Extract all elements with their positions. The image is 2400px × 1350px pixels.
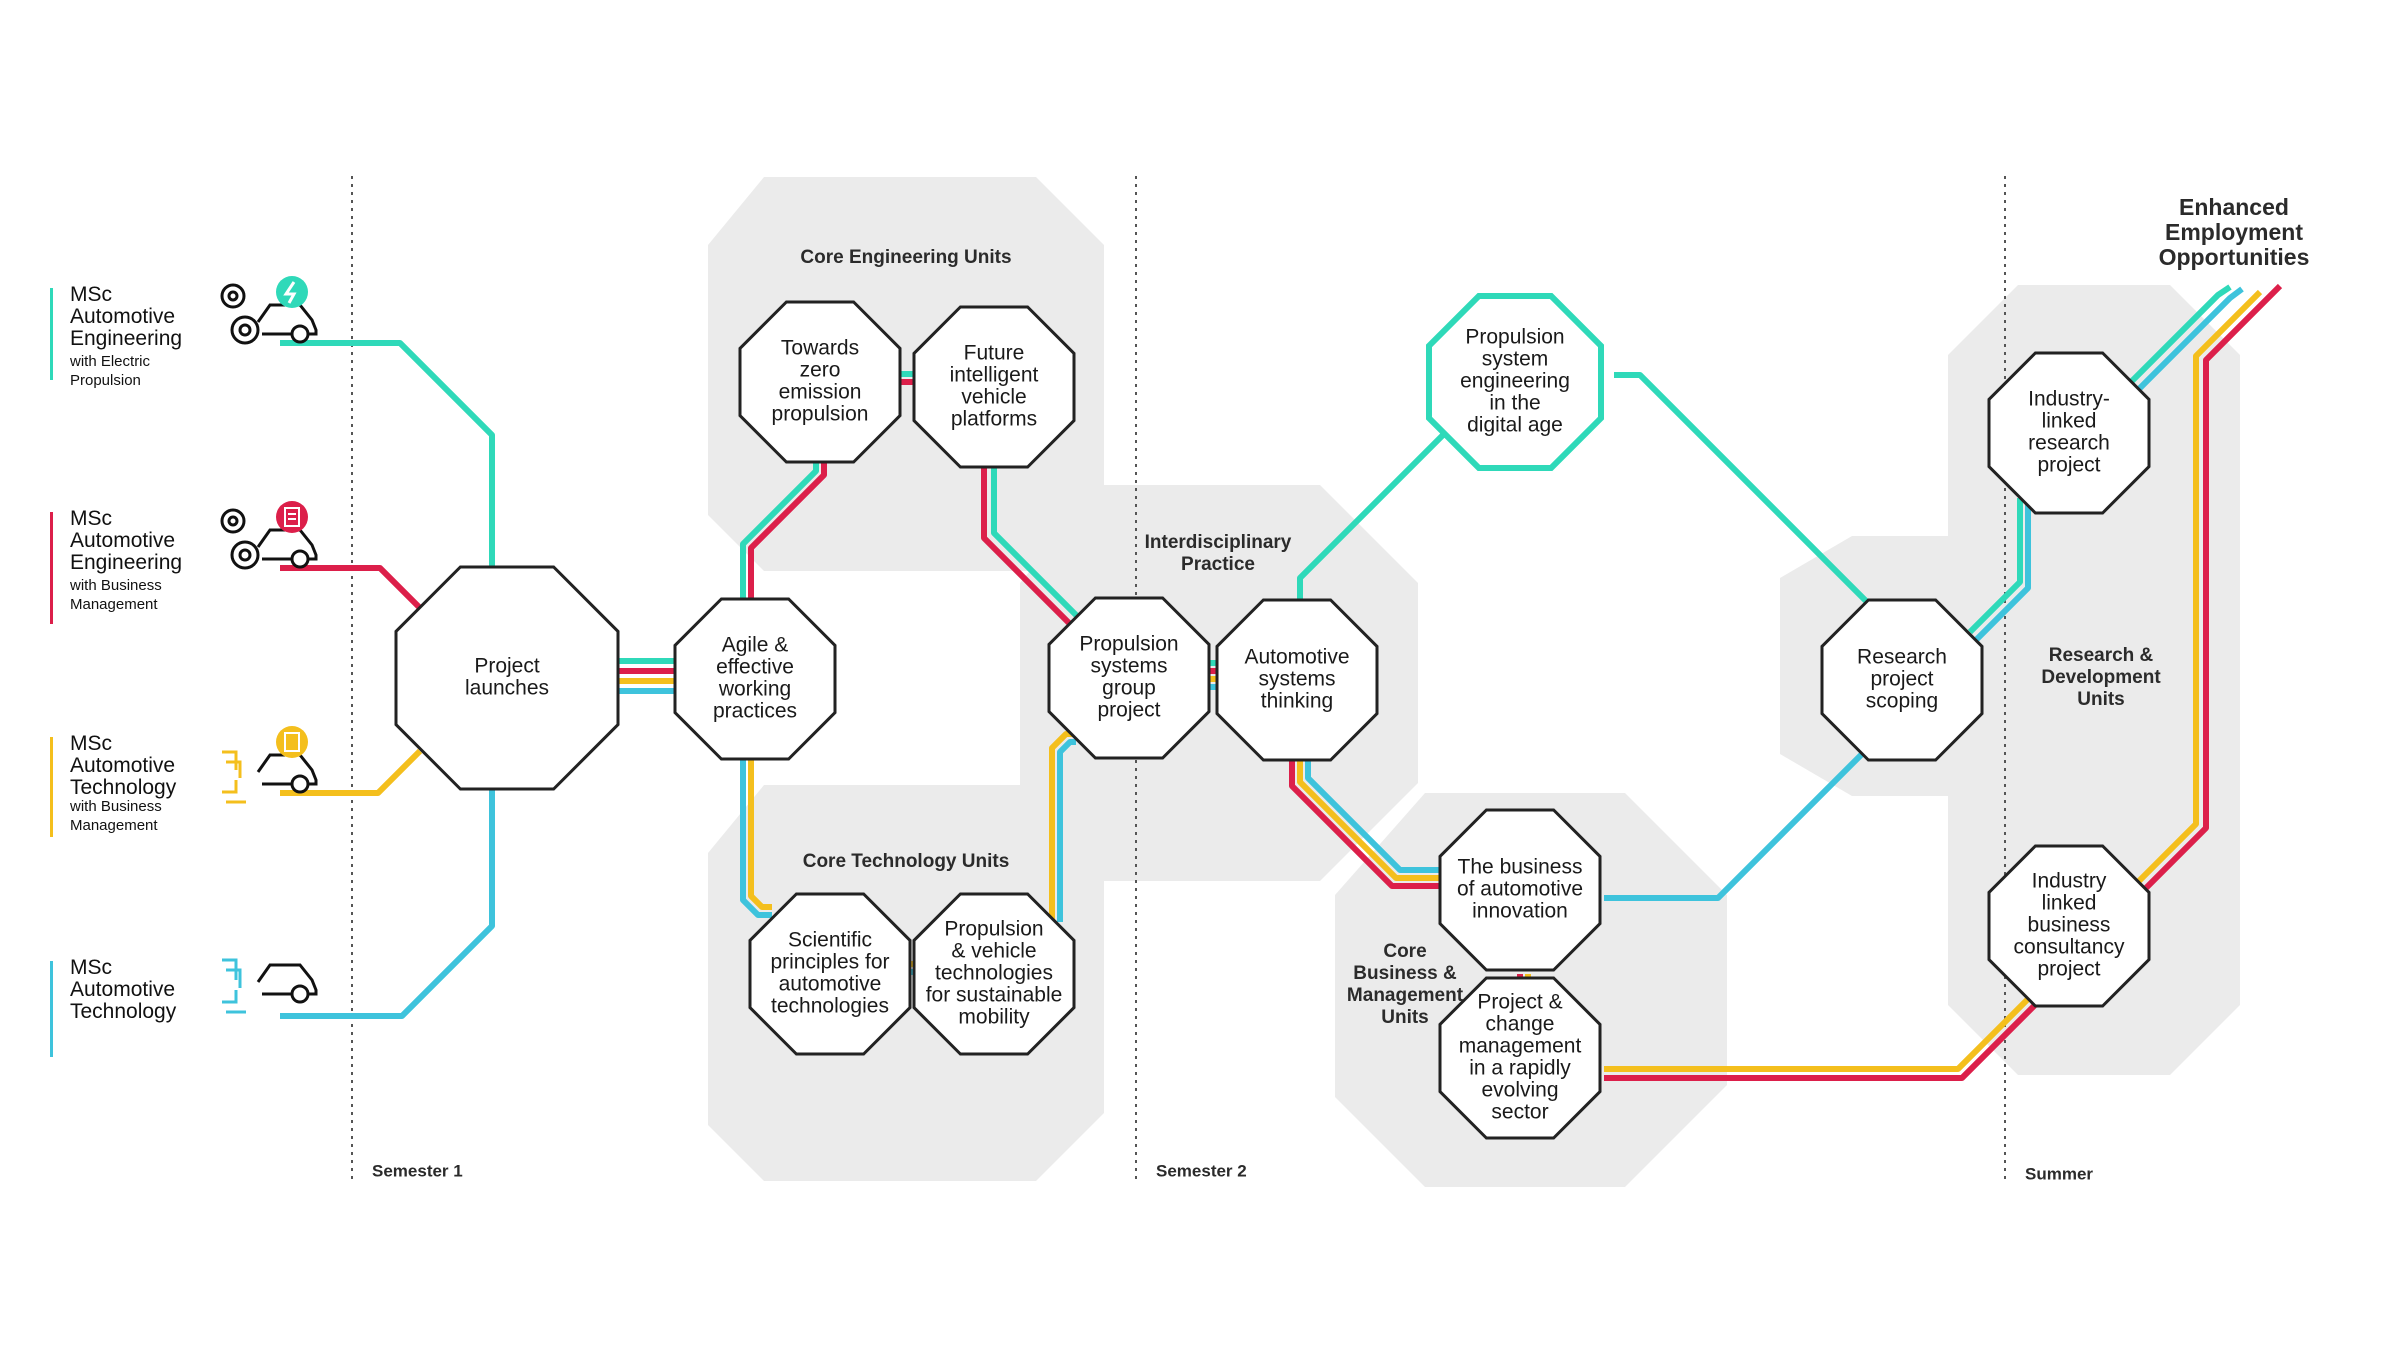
- programme-subtitle: with Electric Propulsion: [70, 353, 151, 389]
- programme-color-bar: [50, 737, 53, 837]
- semester-label: Semester 1: [372, 1161, 463, 1180]
- path-blue-scoping-research: [1973, 498, 2031, 643]
- group-label-core-engineering: Core Engineering Units: [800, 247, 1011, 268]
- semester-label: Semester 2: [1156, 1161, 1247, 1180]
- path-teal-entry: [280, 340, 495, 575]
- path-yellow-to-scientific: [748, 758, 772, 910]
- circuit-car-clipboard-icon: [222, 726, 318, 804]
- programme-title: MSc Automotive Engineering: [70, 507, 183, 574]
- unit-node-shape: [1438, 976, 1602, 1140]
- gears-car-lightning-icon: [220, 276, 318, 345]
- path-red-to-zero: [748, 457, 827, 600]
- unit-node-shape: [394, 565, 620, 791]
- unit-node-shape: [1047, 596, 1211, 760]
- unit-node-shape: [748, 892, 912, 1056]
- path-blue-entry: [280, 790, 495, 1019]
- unit-node-shape: [1426, 293, 1604, 471]
- programme-title: MSc Automotive Technology: [70, 732, 177, 799]
- group-label-core-technology: Core Technology Units: [803, 851, 1010, 872]
- path-blue-to-business: [1305, 760, 1442, 873]
- programme-engineering-electric: MSc Automotive Engineering with Electric…: [50, 284, 220, 390]
- gears-car-clipboard-icon: [220, 501, 318, 570]
- programme-color-bar: [50, 288, 53, 380]
- path-red-to-business: [1289, 760, 1442, 889]
- programme-title: MSc Automotive Engineering: [70, 283, 183, 350]
- programme-technology: MSc Automotive Technology: [50, 956, 220, 1057]
- path-yellow-exit: [2129, 289, 2263, 891]
- path-blue-to-scientific: [740, 758, 772, 918]
- path-blue-exit: [2133, 286, 2244, 395]
- programme-engineering-business: MSc Automotive Engineering with Business…: [50, 507, 220, 624]
- programme-subtitle: with Business Management: [70, 577, 162, 613]
- path-teal-to-digital: [1297, 417, 1461, 600]
- path-teal-scoping-research: [1967, 498, 2023, 635]
- path-teal-exit: [2125, 284, 2232, 388]
- unit-node-shape: [1987, 351, 2151, 515]
- path-red-pm-to-consultancy: [1604, 994, 2046, 1081]
- path-teal-to-zero: [740, 457, 819, 600]
- programme-subtitle: with Business Management: [70, 798, 162, 834]
- unit-node-shape: [738, 300, 902, 464]
- programme-technology-business: MSc Automotive Technology with Business …: [50, 732, 220, 837]
- unit-node-shape: [912, 305, 1076, 469]
- semester-label: Summer: [2025, 1164, 2093, 1183]
- path-blue-business-to-scoping: [1604, 743, 1873, 901]
- programme-color-bar: [50, 961, 53, 1057]
- unit-node-shape: [673, 597, 837, 761]
- programme-color-bar: [50, 512, 53, 624]
- path-blue-prop-group: [1057, 739, 1076, 922]
- unit-node-shape: [912, 892, 1076, 1056]
- unit-node-shape: [1820, 598, 1984, 762]
- programme-title: MSc Automotive Technology: [70, 956, 177, 1023]
- path-yellow-to-business: [1297, 760, 1442, 881]
- path-yellow-pm-to-consultancy: [1604, 988, 2039, 1072]
- unit-node-shape: [1215, 598, 1379, 762]
- unit-node-shape: [1438, 808, 1602, 972]
- path-yellow-entry: [280, 748, 423, 796]
- path-teal-digital-to-scoping: [1614, 372, 1875, 610]
- circuit-car-icon: [222, 958, 318, 1014]
- path-red-exit: [2135, 283, 2283, 899]
- path-red-entry: [280, 565, 423, 611]
- path-teal-future-group: [991, 463, 1088, 627]
- unit-node-shape: [1987, 844, 2151, 1008]
